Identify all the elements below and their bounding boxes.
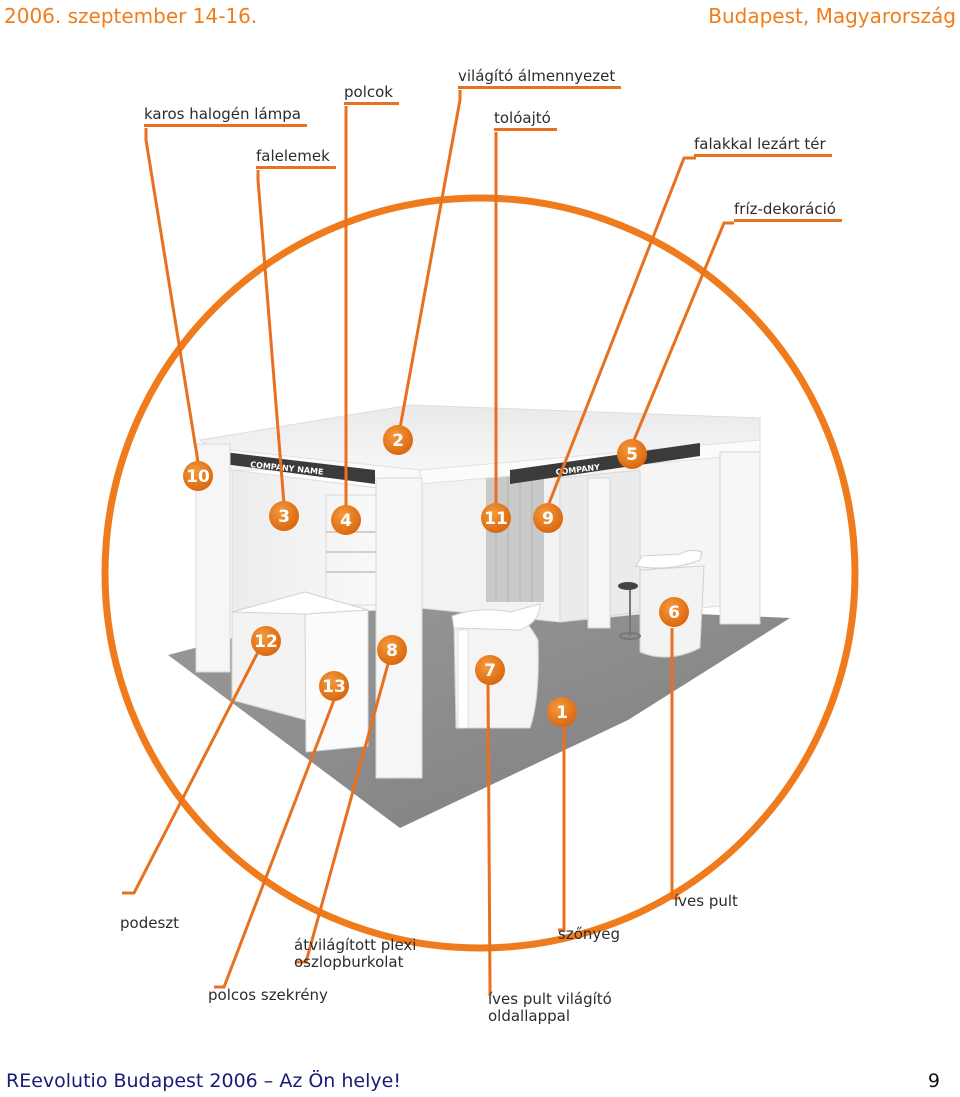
header-date: 2006. szeptember 14-16.: [4, 4, 258, 28]
columns: [195, 443, 761, 779]
label-frieze-decoration: fríz-dekoráció: [734, 201, 842, 222]
frieze-left: [224, 452, 375, 484]
number-markers: 10 3 4 2 11 9 5 6 12 8 13 7 1: [183, 425, 689, 727]
footer-title: REevolutio Budapest 2006 – Az Ön helye!: [6, 1070, 401, 1092]
leader-lines: [122, 90, 734, 996]
svg-text:4: 4: [340, 511, 352, 531]
svg-text:7: 7: [484, 661, 496, 681]
svg-text:1: 1: [556, 703, 568, 723]
label-carpet: szőnyeg: [558, 925, 620, 943]
marker-6: 6: [659, 597, 689, 627]
marker-5: 5: [617, 439, 647, 469]
marker-4: 4: [331, 505, 361, 535]
label-enclosed-space: falakkal lezárt tér: [694, 136, 832, 157]
svg-text:5: 5: [626, 445, 638, 465]
header-location: Budapest, Magyarország: [708, 4, 956, 28]
frame-circle: [101, 194, 859, 952]
label-shelves: polcok: [344, 84, 399, 105]
label-wall-elements: falelemek: [256, 148, 336, 169]
label-curved-counter: íves pult: [674, 892, 738, 910]
marker-12: 12: [251, 626, 281, 656]
svg-text:10: 10: [186, 467, 210, 487]
svg-text:11: 11: [484, 509, 508, 529]
svg-text:3: 3: [278, 507, 290, 527]
marker-7: 7: [475, 655, 505, 685]
marker-11: 11: [481, 503, 511, 533]
marker-9: 9: [533, 503, 563, 533]
marker-13: 13: [319, 671, 349, 701]
marker-10: 10: [183, 461, 213, 491]
svg-text:6: 6: [668, 603, 680, 623]
marker-8: 8: [377, 635, 407, 665]
label-sliding-door: tolóajtó: [494, 110, 557, 131]
label-halogen-lamp: karos halogén lámpa: [144, 106, 307, 127]
label-podium: podeszt: [120, 914, 180, 932]
marker-1: 1: [547, 697, 577, 727]
frieze-right: [510, 443, 700, 484]
svg-text:2: 2: [392, 431, 404, 451]
svg-text:8: 8: [386, 641, 398, 661]
label-shelf-cabinet: polcos szekrény: [208, 986, 328, 1004]
svg-text:12: 12: [254, 632, 278, 652]
svg-text:13: 13: [322, 677, 346, 697]
label-illuminated-ceiling: világító álmennyezet: [458, 68, 622, 89]
marker-3: 3: [269, 501, 299, 531]
svg-text:9: 9: [542, 509, 554, 529]
marker-2: 2: [383, 425, 413, 455]
page-number: 9: [927, 1070, 940, 1092]
